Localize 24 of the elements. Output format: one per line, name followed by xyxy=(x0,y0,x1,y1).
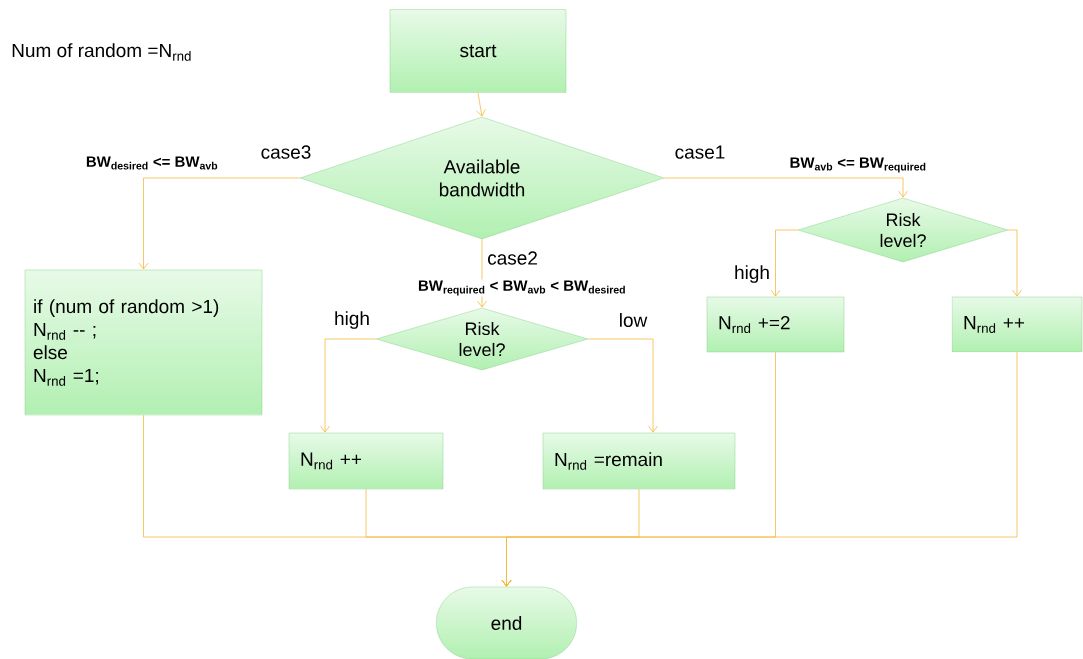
start-box: start xyxy=(389,9,567,93)
edge-label: low xyxy=(620,313,648,327)
note-text: Num of random =N$_{rnd}$ xyxy=(12,43,191,61)
arrow xyxy=(663,177,908,198)
arrow xyxy=(501,351,1018,587)
arrow xyxy=(587,338,658,433)
process-box: N$_{rnd}$ ++ xyxy=(288,432,444,490)
arrow xyxy=(138,177,301,270)
condition-label: BW$_{required}$ < BW$_{avb}$ < BW$_{desired}$ xyxy=(418,280,625,296)
process-box: if (num of random >1) N$_{rnd}$ -- ; else N$_{rnd}$ =1; xyxy=(24,269,263,416)
arrow xyxy=(1007,229,1022,297)
condition-label: BW$_{desired}$ <= BW$_{avb}$ xyxy=(86,156,218,170)
end-terminal: end xyxy=(436,586,577,659)
process-box: N$_{rnd}$ =remain xyxy=(542,432,736,490)
condition-label: BW$_{avb}$ <= BW$_{required}$ xyxy=(790,157,926,173)
edge-label: case2 xyxy=(488,251,537,265)
edge-label: high xyxy=(335,311,369,329)
edge-label: high xyxy=(735,265,769,283)
arrow xyxy=(476,92,486,117)
edge-label: case1 xyxy=(675,145,725,159)
process-box: N$_{rnd}$ +=2 xyxy=(706,296,845,353)
arrow xyxy=(770,229,799,297)
arrow xyxy=(320,338,377,433)
process-box: N$_{rnd}$ ++ xyxy=(951,296,1083,353)
